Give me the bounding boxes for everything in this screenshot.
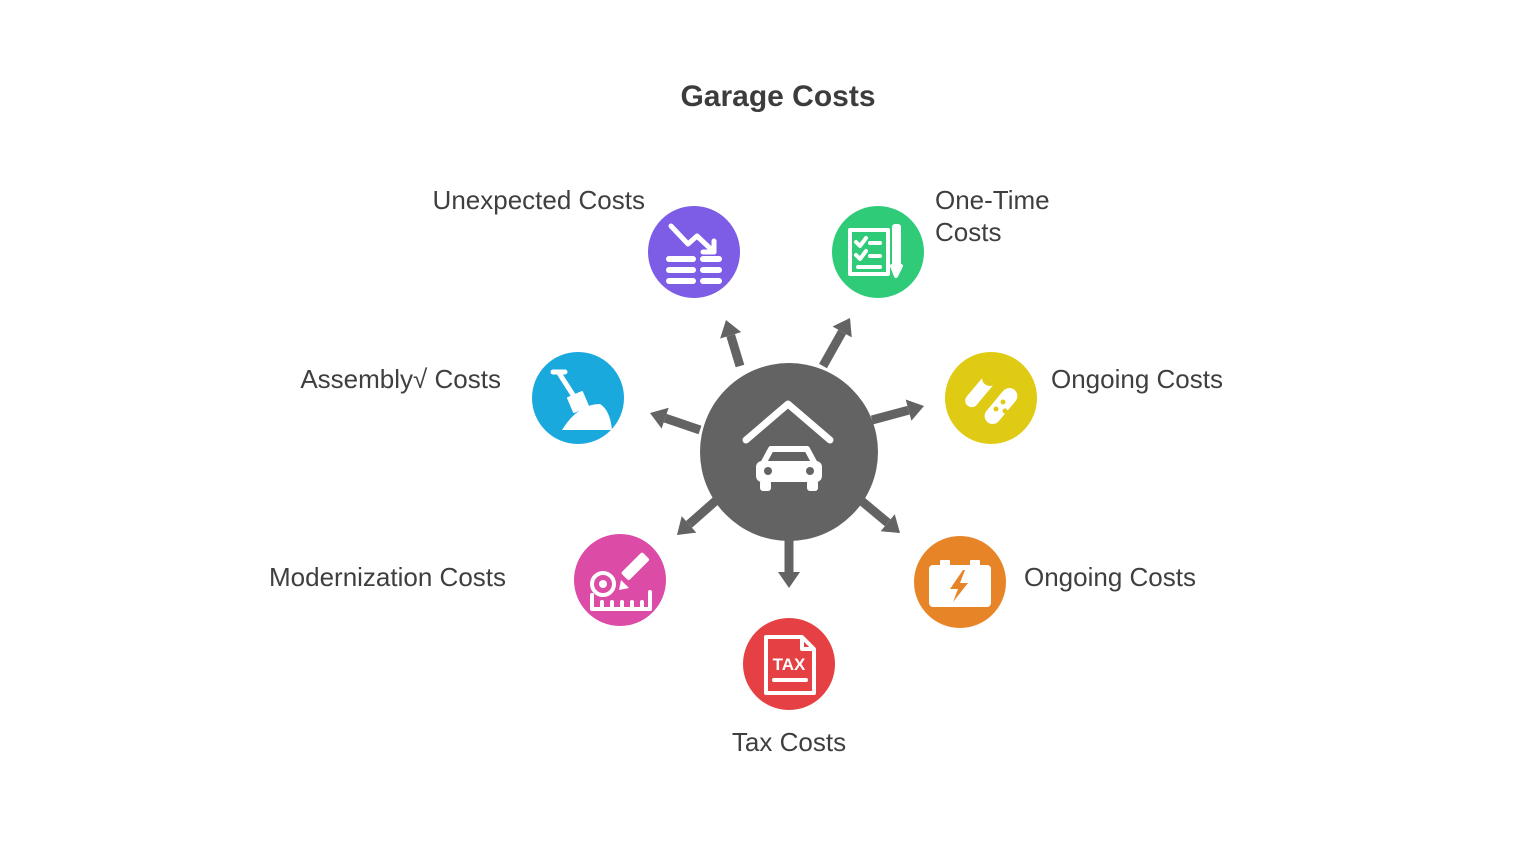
node-circle <box>574 534 666 626</box>
garage-car-icon <box>742 400 834 491</box>
node-ongoing-costs-tools[interactable] <box>945 352 1037 444</box>
node-circle <box>648 206 740 298</box>
falling-money-icon <box>666 223 722 284</box>
node-circle <box>945 352 1037 444</box>
node-tax-costs[interactable]: TAX <box>743 618 835 710</box>
arrow-to-ongoing-battery <box>855 494 900 533</box>
node-assembly-costs[interactable] <box>532 352 624 444</box>
battery-icon <box>929 560 991 607</box>
diagram-title: Garage Costs <box>680 80 876 113</box>
node-unexpected-costs[interactable] <box>648 206 740 298</box>
center-hub <box>700 363 878 541</box>
label-ongoing-costs-tools: Ongoing Costs <box>1051 364 1223 394</box>
label-unexpected-costs: Unexpected Costs <box>432 185 645 215</box>
tape-measure-pencil-icon <box>590 552 652 611</box>
arrow-to-tax <box>778 538 800 588</box>
arrows-group <box>650 318 924 588</box>
tax-badge-text: TAX <box>773 655 806 674</box>
arrow-to-unexpected <box>720 320 745 368</box>
label-ongoing-costs-battery: Ongoing Costs <box>1024 562 1196 592</box>
arrow-to-ongoing-tools <box>870 399 924 425</box>
wrench-bandage-icon <box>965 370 1018 424</box>
shovel-icon <box>550 369 612 430</box>
checklist-pen-icon <box>848 224 903 278</box>
node-modernization-costs[interactable] <box>574 534 666 626</box>
label-one-time-costs: One-Time Costs <box>935 185 1050 247</box>
node-ongoing-costs-battery[interactable] <box>914 536 1006 628</box>
label-modernization-costs: Modernization Costs <box>269 562 506 592</box>
label-tax-costs: Tax Costs <box>731 727 847 757</box>
node-circle <box>832 206 924 298</box>
arrow-to-one-time <box>819 318 852 369</box>
node-one-time-costs[interactable] <box>832 206 924 298</box>
arrow-to-assembly <box>650 407 702 435</box>
label-assembly-costs: Assembly√ Costs <box>300 364 501 394</box>
tax-document-icon: TAX <box>764 635 816 695</box>
arrow-to-modernization <box>677 493 723 535</box>
